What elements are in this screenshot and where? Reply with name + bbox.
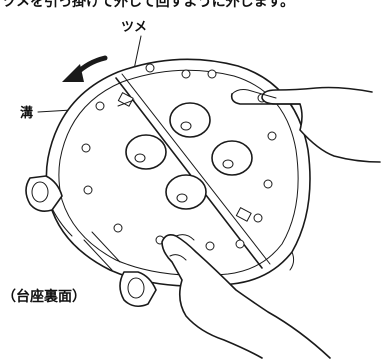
- base-disc: [45, 58, 311, 287]
- counterclockwise-arrow-icon: [62, 55, 108, 82]
- bottom-hand: [161, 234, 331, 359]
- header-text: ツメを引っ掛けて外して回すように外します。: [2, 0, 294, 10]
- tab-notch: [117, 92, 135, 107]
- right-hand: [230, 86, 381, 163]
- groove-label: 溝: [20, 105, 33, 121]
- hole-lower: [165, 174, 207, 210]
- divider-seam: [115, 73, 271, 269]
- base-underside-label: （台座裏面）: [2, 288, 86, 305]
- hole-upper: [169, 102, 211, 138]
- hole-right: [211, 140, 253, 176]
- lower-tab-notch: [235, 207, 252, 222]
- hole-left: [125, 134, 167, 170]
- tab-label: ツメ: [121, 20, 147, 35]
- lower-left-foot: [83, 231, 157, 308]
- left-foot: [25, 175, 63, 212]
